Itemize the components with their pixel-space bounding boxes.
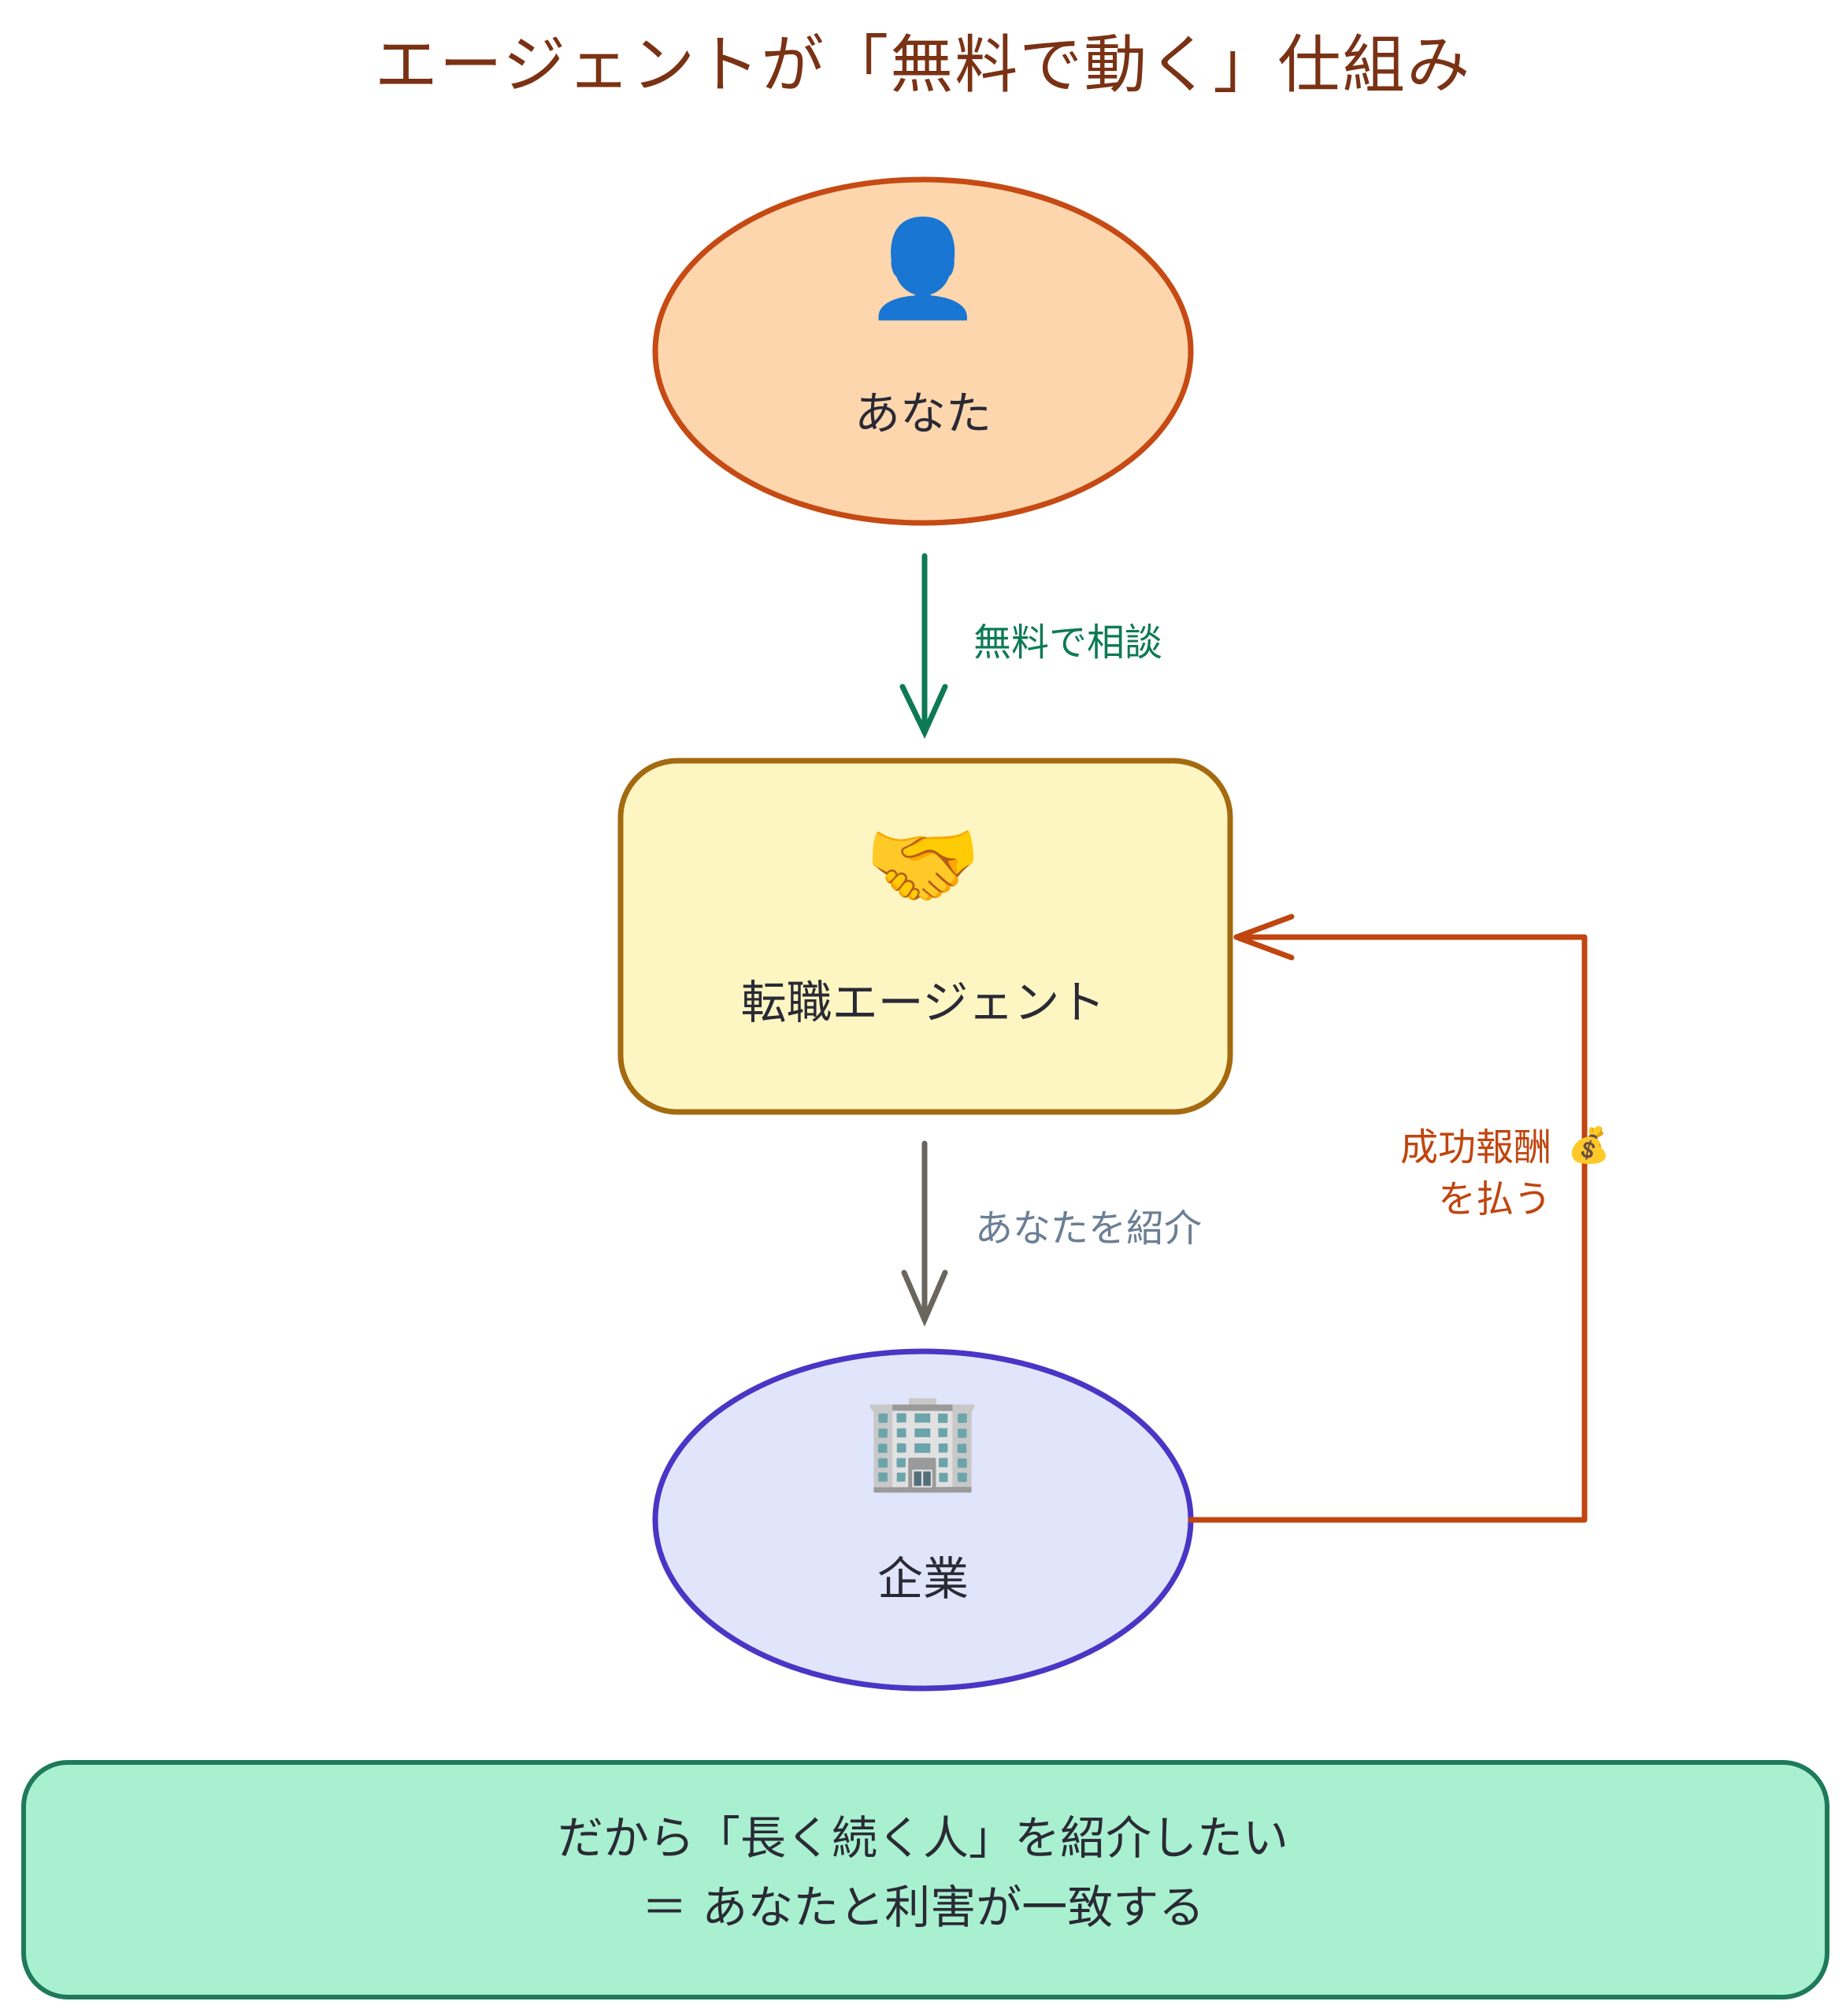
company-node-label: 企業 — [877, 1552, 969, 1606]
fee-edge-label: 成功報酬 を払う — [1355, 1121, 1551, 1225]
agent-node-label: 転職エージェント — [740, 976, 1106, 1029]
money-bag-icon: 💰 — [1567, 1125, 1611, 1166]
handshake-icon: 🤝 — [864, 811, 982, 921]
consult-edge-label: 無料で相談 — [973, 621, 1163, 665]
you-node-label: あなた — [854, 387, 992, 440]
you-node-shape — [652, 176, 1194, 526]
conclusion-text: だから「長く続く人」を紹介したい ＝ あなたと利害が一致する — [0, 1803, 1846, 1942]
fee-label-line1: 成功報酬 — [1399, 1125, 1551, 1169]
person-silhouette-icon: 👤 — [864, 214, 982, 324]
introduce-edge-label: あなたを紹介 — [975, 1206, 1203, 1251]
conclusion-line2: ＝ あなたと利害が一致する — [641, 1881, 1205, 1934]
conclusion-box — [21, 1760, 1829, 1999]
agent-node-shape — [617, 758, 1233, 1115]
fee-arrow — [1188, 914, 1588, 1523]
diagram-title: エージェントが「無料で動く」仕組み — [374, 28, 1472, 102]
conclusion-line1: だから「長く続く人」を紹介したい — [557, 1811, 1288, 1865]
fee-label-line2: を払う — [1437, 1177, 1551, 1221]
office-building-icon: 🏢 — [864, 1386, 982, 1495]
introduce-arrow — [901, 1140, 948, 1327]
consult-arrow — [899, 553, 948, 739]
